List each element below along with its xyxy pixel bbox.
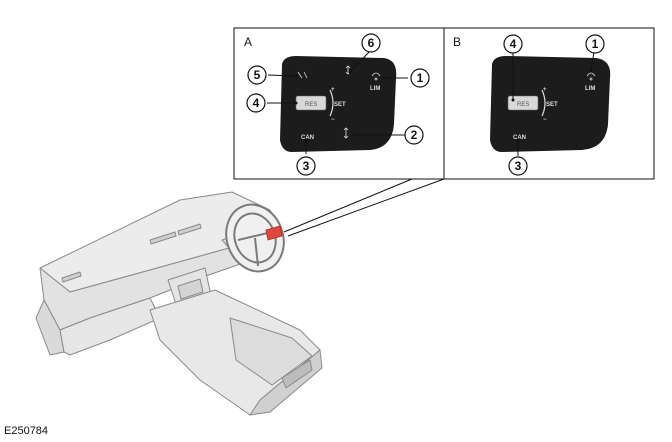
panel-b-res-label: RES bbox=[517, 102, 529, 108]
panel-a-set-label: SET bbox=[334, 102, 346, 108]
panel-a-plus-label: + bbox=[331, 87, 335, 93]
panel-a-can-label: CAN bbox=[301, 135, 314, 141]
panel-a-callout-5: 5 bbox=[254, 68, 261, 82]
panel-b-set-label: SET bbox=[546, 102, 558, 108]
panel-b-minus-label: − bbox=[543, 117, 547, 123]
panel-a-callout-1: 1 bbox=[417, 71, 424, 85]
panel-b-callout-4: 4 bbox=[510, 37, 517, 51]
panel-a-callout-2: 2 bbox=[411, 128, 418, 142]
dashboard-illustration bbox=[35, 191, 323, 416]
panel-a-callout-3: 3 bbox=[303, 159, 310, 173]
highlighted-switch-location bbox=[265, 225, 283, 241]
panel-b-plus-label: + bbox=[543, 87, 547, 93]
panel-a-label: A bbox=[244, 35, 252, 49]
panel-a-lim-label: LIM bbox=[370, 86, 380, 92]
panel-b-callout-3: 3 bbox=[515, 159, 522, 173]
panel-b-res-button bbox=[507, 95, 539, 111]
panel-a-res-label: RES bbox=[305, 102, 317, 108]
panel-a-callout-6: 6 bbox=[368, 36, 375, 50]
panel-b-lim-label: LIM bbox=[585, 86, 595, 92]
panel-a-switch: RES SET + − CAN LIM bbox=[280, 56, 397, 152]
panel-b-callout-1: 1 bbox=[592, 37, 599, 51]
panel-a-updown-arrow-icon bbox=[343, 127, 349, 139]
panel-b-callouts: 4 1 3 bbox=[503, 34, 605, 176]
panel-b-switch: RES SET + − CAN LIM bbox=[490, 56, 611, 152]
figure-id: E250784 bbox=[4, 425, 48, 437]
panel-a-callouts: 6 5 4 1 2 3 bbox=[246, 33, 430, 176]
panel-b-label: B bbox=[453, 35, 461, 49]
leader-line bbox=[283, 178, 445, 237]
panel-b-can-label: CAN bbox=[513, 135, 526, 141]
panel-a-speed-limiter-icon bbox=[371, 72, 381, 81]
panel-b-speed-limiter-icon bbox=[586, 72, 596, 81]
panel-a-callout-4: 4 bbox=[253, 96, 260, 110]
panel-a-minus-label: − bbox=[331, 117, 335, 123]
panel-a-gap-icon bbox=[297, 71, 308, 79]
